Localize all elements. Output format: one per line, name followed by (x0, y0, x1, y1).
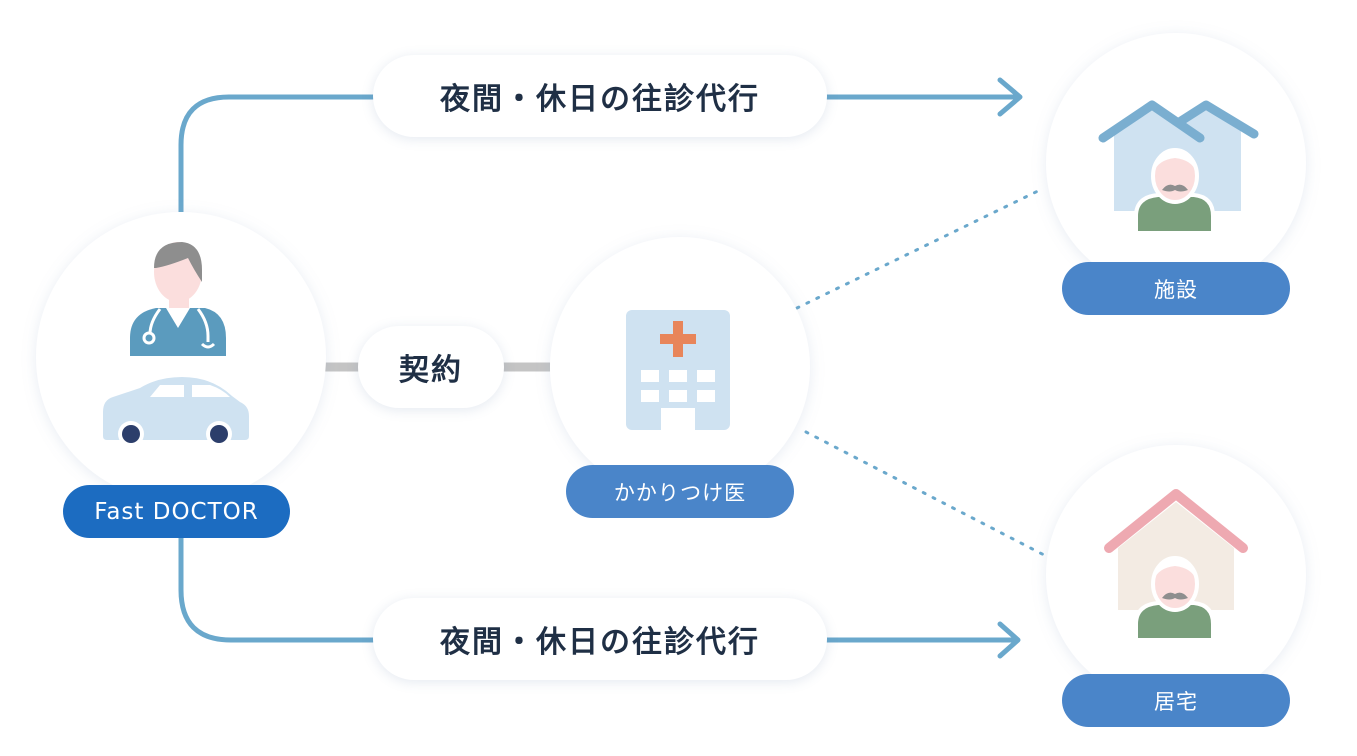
car-icon (103, 377, 249, 447)
contract-label: 契約 (358, 326, 504, 408)
home-label: 居宅 (1062, 674, 1290, 727)
elderly-patient-icon (1134, 556, 1215, 642)
connector-top (178, 77, 1023, 212)
dotted-connector (795, 188, 1048, 558)
clinic-label: かかりつけ医 (566, 465, 794, 518)
elderly-patient-icon (1134, 148, 1215, 235)
connector-bottom (178, 538, 1021, 659)
service-label-bottom: 夜間・休日の往診代行 (373, 598, 827, 680)
service-label-top: 夜間・休日の往診代行 (373, 55, 827, 137)
facility-label: 施設 (1062, 262, 1290, 315)
fast-doctor-label: Fast DOCTOR (63, 485, 290, 538)
home-house-icon (1104, 489, 1248, 610)
doctor-icon (130, 242, 226, 356)
hospital-building-icon (626, 310, 730, 430)
